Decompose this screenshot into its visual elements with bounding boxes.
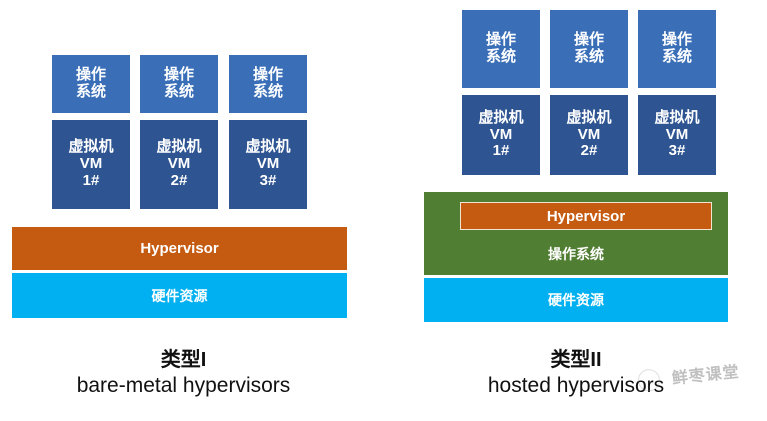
os-box-line2: 系统 (163, 83, 194, 100)
os-box-line1: 操作 (163, 66, 194, 84)
vm-box-line3: 3# (259, 171, 277, 189)
vm-box-line1: 虚拟机 (478, 108, 524, 126)
type1-caption: 类型I bare-metal hypervisors (0, 348, 367, 399)
type1-hypervisor-label: Hypervisor (140, 240, 219, 257)
type1-vm-box-3: 虚拟机 VM 3# (229, 120, 307, 209)
type2-vm-box-1: 虚拟机 VM 1# (462, 95, 540, 175)
vm-box-line3: 2# (580, 142, 598, 160)
vm-box-line2: VM (489, 125, 513, 143)
type1-vm-box-2: 虚拟机 VM 2# (140, 120, 218, 209)
os-box-line2: 系统 (573, 48, 604, 65)
vm-box-line2: VM (79, 155, 103, 173)
vm-box-line1: 虚拟机 (68, 138, 114, 156)
type1-caption-title: 类型I (160, 349, 207, 371)
os-box-line2: 系统 (252, 83, 283, 100)
vm-box-line3: 1# (492, 142, 510, 160)
type2-os-box-3: 操作 系统 (638, 10, 716, 88)
os-box-line1: 操作 (252, 66, 283, 84)
vm-box-line3: 1# (82, 171, 100, 189)
os-box-line1: 操作 (75, 66, 106, 84)
vm-box-line1: 虚拟机 (156, 138, 202, 156)
vm-box-line3: 3# (668, 142, 686, 160)
type2-vm-box-3: 虚拟机 VM 3# (638, 95, 716, 175)
type1-os-box-3: 操作 系统 (229, 55, 307, 113)
type2-hypervisor-label: Hypervisor (546, 207, 626, 225)
type2-hypervisor-box: Hypervisor (460, 202, 712, 230)
type1-os-box-2: 操作 系统 (140, 55, 218, 113)
type1-hardware-bar: 硬件资源 (12, 273, 347, 318)
vm-box-line1: 虚拟机 (654, 108, 700, 126)
type1-hardware-label: 硬件资源 (151, 287, 208, 304)
type2-hardware-label: 硬件资源 (548, 292, 604, 308)
type2-host-os-bar: Hypervisor 操作系统 (424, 192, 728, 275)
vm-box-line1: 虚拟机 (245, 138, 291, 156)
type2-hardware-bar: 硬件资源 (424, 278, 728, 322)
vm-box-line2: VM (577, 125, 601, 143)
type2-caption-subtitle: hosted hypervisors (487, 374, 665, 398)
type1-panel: 操作 系统 操作 系统 操作 系统 虚拟机 VM 1# 虚拟机 VM 2# 虚拟… (0, 55, 367, 399)
os-box-line1: 操作 (573, 31, 604, 49)
type1-caption-subtitle: bare-metal hypervisors (76, 374, 291, 398)
type2-os-box-2: 操作 系统 (550, 10, 628, 88)
type1-os-box-1: 操作 系统 (52, 55, 130, 113)
vm-box-line2: VM (256, 155, 280, 173)
os-box-line2: 系统 (661, 48, 692, 65)
vm-box-line2: VM (665, 125, 689, 143)
os-box-line2: 系统 (485, 48, 516, 65)
os-box-line1: 操作 (485, 31, 516, 49)
os-box-line1: 操作 (661, 31, 692, 49)
vm-box-line2: VM (167, 155, 191, 173)
vm-box-line1: 虚拟机 (566, 108, 612, 126)
type2-caption: 类型II hosted hypervisors (414, 348, 738, 399)
type1-vm-box-1: 虚拟机 VM 1# (52, 120, 130, 209)
type2-panel: 操作 系统 操作 系统 操作 系统 虚拟机 VM 1# 虚拟机 VM 2# 虚拟… (390, 0, 767, 421)
vm-box-line3: 2# (170, 171, 188, 189)
type1-hypervisor-bar: Hypervisor (12, 227, 347, 270)
type2-os-box-1: 操作 系统 (462, 10, 540, 88)
os-box-line2: 系统 (75, 83, 106, 100)
type2-caption-title: 类型II (550, 349, 602, 371)
type2-vm-box-2: 虚拟机 VM 2# (550, 95, 628, 175)
type2-host-os-label: 操作系统 (548, 246, 604, 262)
